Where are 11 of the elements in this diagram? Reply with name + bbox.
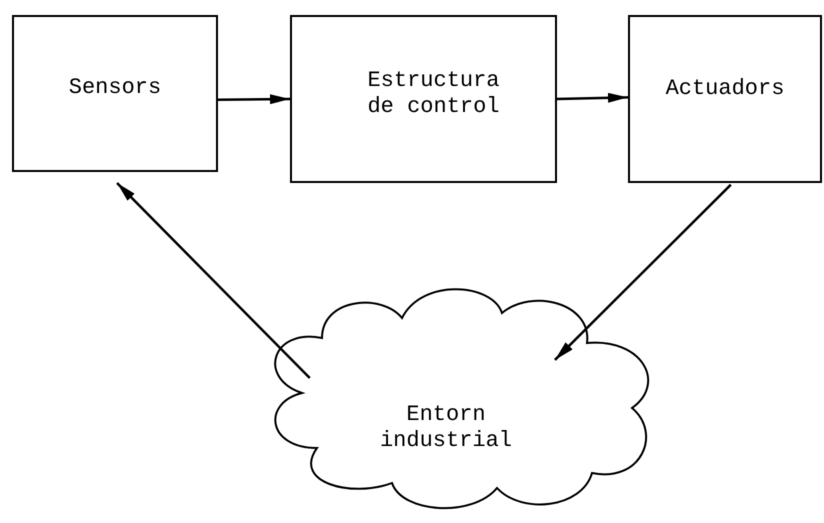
arrow: [218, 94, 290, 104]
node-label: Actuadors: [666, 76, 784, 102]
arrow: [556, 92, 628, 103]
process-box: [290, 15, 557, 183]
process-box: [628, 15, 822, 183]
arrow: [116, 182, 311, 379]
node-label: Estructura de control: [366, 68, 501, 120]
arrow: [554, 184, 732, 361]
node-label: Sensors: [68, 74, 162, 100]
node-label: Entorn industrial: [378, 402, 514, 454]
process-box: [12, 15, 218, 172]
